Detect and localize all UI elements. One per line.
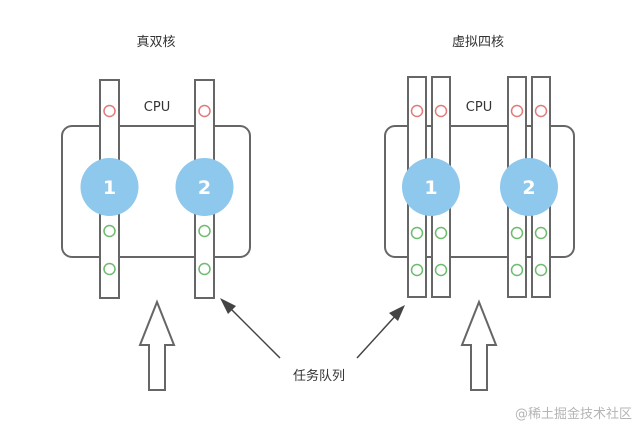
right-pending-task-dot (434, 104, 448, 118)
right-core-2-number: 2 (522, 177, 535, 199)
left-core-1 (80, 158, 139, 216)
right-input-arrow (460, 299, 498, 391)
right-cpu-diagram (384, 76, 575, 391)
right-active-task-dot (410, 263, 424, 277)
right-diagram-title: 虚拟四核 (451, 35, 505, 50)
right-core-2 (500, 158, 558, 216)
right-cpu-label: CPU (465, 100, 493, 115)
pointer-arrowhead-left (220, 298, 236, 314)
left-cpu-diagram (61, 79, 251, 391)
left-core-1-number: 1 (103, 177, 116, 199)
left-core-2 (175, 158, 234, 216)
right-pending-task-dot (410, 104, 424, 118)
pointer-line-right (356, 312, 399, 359)
right-pending-task-dot (510, 104, 524, 118)
left-pending-task-dot (103, 104, 116, 118)
right-active-task-dot (434, 263, 448, 277)
left-diagram-title: 真双核 (136, 35, 176, 50)
right-cpu-box (384, 125, 575, 258)
pointer-line-left (226, 304, 281, 359)
queue-pointer-arrows (220, 298, 405, 359)
right-active-task-dot (410, 226, 424, 240)
right-active-task-dot (510, 226, 524, 240)
left-cpu-box (61, 125, 251, 258)
right-active-task-dot (434, 226, 448, 240)
right-core-1 (402, 158, 460, 216)
right-core-1-number: 1 (424, 177, 437, 199)
left-cpu-label: CPU (143, 100, 171, 115)
right-active-task-dot (510, 263, 524, 277)
left-pending-task-dot (198, 104, 211, 118)
watermark: @稀土掘金技术社区 (514, 407, 632, 422)
left-active-task-dot (198, 224, 211, 238)
left-active-task-dot (103, 262, 116, 276)
left-core-2-number: 2 (198, 177, 211, 199)
pointer-arrowhead-right (389, 305, 405, 321)
right-pending-task-dot (534, 104, 548, 118)
left-active-task-dot (198, 262, 211, 276)
right-active-task-dot (534, 226, 548, 240)
left-active-task-dot (103, 224, 116, 238)
left-input-arrow (138, 299, 176, 391)
task-queue-label: 任务队列 (292, 369, 346, 384)
right-active-task-dot (534, 263, 548, 277)
